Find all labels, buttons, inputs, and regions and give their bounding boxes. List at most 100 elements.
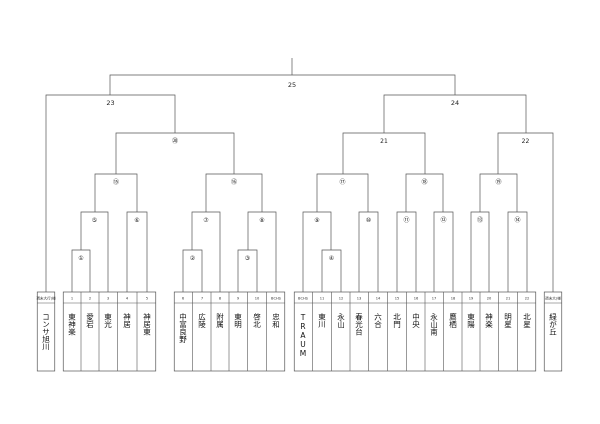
seed-number: 8 (219, 297, 222, 301)
match-label: 23 (106, 99, 114, 107)
team-name: 中央 (411, 312, 420, 330)
match-label: ⑨ (314, 217, 319, 224)
bracket-connector (45, 94, 176, 292)
team-name: 東明 (233, 312, 242, 330)
match-label: ③ (245, 255, 250, 262)
team-name: 六合 (373, 312, 382, 330)
team-name: 神居 (122, 312, 131, 330)
seed-number: 19 (469, 297, 474, 301)
bracket-connector (470, 211, 490, 292)
match-label: 22 (522, 138, 530, 145)
team-name: 鷹栖 (448, 312, 457, 330)
bracket-lines (45, 58, 554, 292)
seed-number: 7 (201, 297, 203, 301)
team-name: 忠和 (271, 313, 280, 330)
match-label: ⑲ (495, 178, 501, 186)
seed-number: 2 (89, 297, 91, 301)
seed-number: 16 (414, 297, 419, 301)
match-label: 25 (288, 81, 296, 89)
match-label: ⑥ (134, 217, 139, 224)
bracket-connector (479, 173, 518, 212)
match-label: ⑳ (172, 137, 178, 145)
seed-number: 15 (395, 297, 400, 301)
team-name: 永山 (336, 312, 345, 330)
seed-number: 21 (506, 297, 511, 301)
team-name: 東光 (103, 312, 112, 330)
match-label: ⑫ (440, 216, 446, 224)
seed-number: 13 (357, 297, 362, 301)
bracket-connector (316, 173, 369, 212)
team-name: 東川 (317, 312, 326, 329)
match-label: ⑰ (339, 178, 345, 186)
seed-number: 10 (255, 297, 260, 301)
seed-number: 1 (71, 297, 73, 301)
match-label: ⑪ (403, 216, 409, 224)
bracket-connector (182, 249, 203, 292)
bracket-connector (396, 211, 417, 292)
match-label: ① (78, 255, 83, 262)
team-name: 春光台 (354, 312, 363, 337)
team-name: 北門 (392, 313, 401, 330)
team-box-group (62, 291, 157, 372)
team-name: 神楽 (484, 312, 493, 330)
match-label: ⑧ (259, 217, 264, 224)
match-label: ② (190, 255, 196, 262)
bracket-connector (191, 211, 221, 292)
match-label: ⑱ (421, 178, 427, 186)
team-name: コンサ旭川 (41, 313, 50, 351)
bracket-connector (237, 249, 258, 292)
team-name: 永山南 (429, 312, 438, 336)
seed-number: 週末大行(様 (36, 296, 56, 301)
team-name: 附属 (215, 313, 224, 330)
team-name: TRAUM (299, 313, 308, 358)
match-label: ⑤ (92, 217, 97, 224)
seed-number: 12 (339, 297, 344, 301)
team-name: 東陽 (466, 312, 475, 330)
team-name: 広陵 (197, 312, 206, 330)
match-label: ⑩ (366, 217, 371, 224)
match-label: ⑬ (477, 216, 483, 224)
match-label: ④ (329, 255, 334, 262)
match-label: ⑭ (514, 216, 520, 224)
seed-number: 3 (107, 297, 109, 301)
seed-number: 20 (487, 297, 492, 301)
bracket-connector (321, 249, 342, 292)
bracket-connector (302, 211, 332, 292)
seed-number: 5 (146, 297, 148, 301)
team-name: 北星 (522, 313, 531, 329)
seed-number: 6 (182, 297, 185, 301)
match-label: ⑦ (203, 217, 209, 224)
bracket-connector (497, 132, 554, 292)
seed-number: 11 (320, 297, 325, 301)
seed-number: 9 (237, 297, 240, 301)
seed-number: BCHS (298, 297, 309, 301)
team-name: 啓北 (252, 312, 261, 330)
team-box-group (293, 291, 537, 372)
seed-number: 17 (432, 297, 437, 301)
team-name: 東神楽 (67, 312, 76, 337)
team-name: 緑が丘 (548, 312, 557, 336)
match-label: ⑯ (231, 178, 237, 186)
bracket-connector (247, 211, 277, 292)
seed-number: 18 (451, 297, 456, 301)
seed-number: BCHS (271, 297, 282, 301)
bracket-connector (507, 211, 528, 292)
team-name: 愛宕 (85, 312, 94, 330)
bracket-connector (109, 74, 456, 95)
bracket-connector (358, 211, 379, 292)
match-label: 21 (380, 138, 388, 145)
seed-number: 週末大(様 (545, 296, 561, 301)
team-box-group (173, 291, 286, 372)
bracket-connector (126, 211, 148, 292)
seed-number: 14 (376, 297, 381, 301)
team-name: 神居東 (142, 312, 151, 337)
bracket-connector (405, 173, 444, 212)
match-label: ⑮ (113, 178, 119, 186)
seed-number: 4 (126, 297, 129, 301)
team-name: 中富良野 (178, 312, 187, 344)
seed-number: 22 (525, 297, 530, 301)
bracket-connector (80, 211, 109, 292)
